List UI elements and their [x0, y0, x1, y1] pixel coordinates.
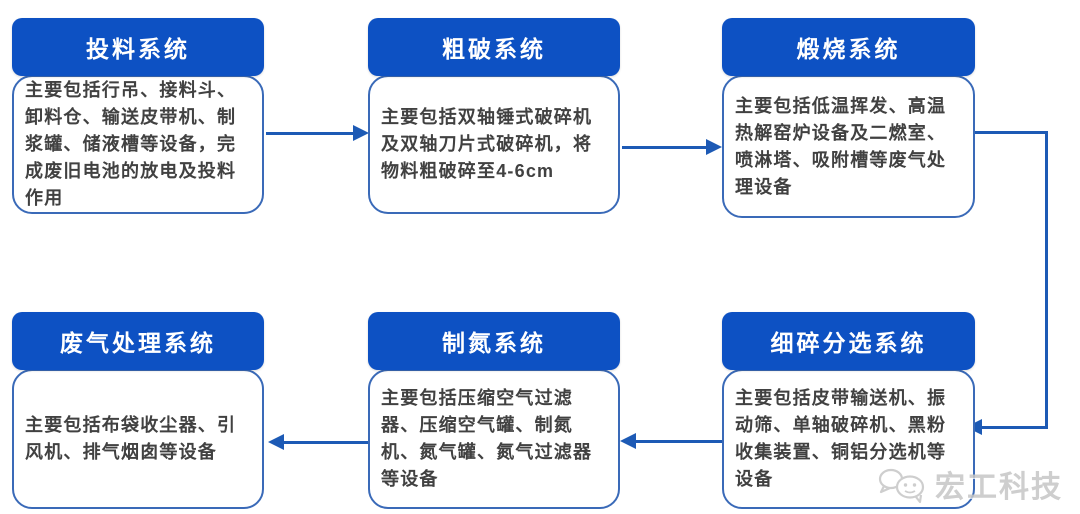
node-feeding-title: 投料系统	[12, 18, 264, 76]
elbow-calcination-vertical-segment	[1045, 131, 1048, 428]
node-calcination-system: 煅烧系统 主要包括低温挥发、高温热解窑炉设备及二燃室、喷淋塔、吸附槽等废气处理设…	[722, 18, 975, 218]
arrow-right-icon	[353, 125, 369, 141]
node-feeding-body: 主要包括行吊、接料斗、卸料仓、输送皮带机、制浆罐、储液槽等设备，完成废旧电池的放…	[12, 75, 264, 214]
brand-speech-bubbles-icon	[878, 468, 925, 504]
arrow-coarse-to-calcination-line	[622, 146, 708, 149]
node-fine-crushing-sorting-body: 主要包括皮带输送机、振动筛、单轴破碎机、黑粉收集装置、铜铝分选机等设备	[722, 369, 975, 509]
node-fine-crushing-sorting-system: 细碎分选系统 主要包括皮带输送机、振动筛、单轴破碎机、黑粉收集装置、铜铝分选机等…	[722, 312, 975, 509]
arrow-right-icon	[706, 139, 722, 155]
watermark: 宏工科技	[878, 462, 1063, 506]
node-calcination-body: 主要包括低温挥发、高温热解窑炉设备及二燃室、喷淋塔、吸附槽等废气处理设备	[722, 75, 975, 218]
elbow-calcination-top-segment	[975, 131, 1048, 134]
node-waste-gas-treatment-title: 废气处理系统	[12, 312, 264, 370]
node-waste-gas-treatment-body: 主要包括布袋收尘器、引风机、排气烟囱等设备	[12, 369, 264, 509]
node-coarse-crushing-title: 粗破系统	[368, 18, 620, 76]
node-calcination-title: 煅烧系统	[722, 18, 975, 76]
node-feeding-system: 投料系统 主要包括行吊、接料斗、卸料仓、输送皮带机、制浆罐、储液槽等设备，完成废…	[12, 18, 264, 214]
arrow-left-icon	[268, 434, 284, 450]
node-fine-crushing-sorting-title: 细碎分选系统	[722, 312, 975, 370]
node-nitrogen-generation-system: 制氮系统 主要包括压缩空气过滤器、压缩空气罐、制氮机、氮气罐、氮气过滤器等设备	[368, 312, 620, 509]
elbow-calcination-bottom-segment	[980, 426, 1048, 429]
arrow-fine-to-nitrogen-line	[634, 440, 722, 443]
watermark-text: 宏工科技	[935, 471, 1063, 504]
node-nitrogen-generation-title: 制氮系统	[368, 312, 620, 370]
arrow-left-icon	[620, 433, 636, 449]
node-nitrogen-generation-body: 主要包括压缩空气过滤器、压缩空气罐、制氮机、氮气罐、氮气过滤器等设备	[368, 369, 620, 509]
arrow-nitrogen-to-wastegas-line	[282, 441, 368, 444]
node-coarse-crushing-system: 粗破系统 主要包括双轴锤式破碎机及双轴刀片式破碎机，将物料粗破碎至4-6cm	[368, 18, 620, 214]
node-waste-gas-treatment-system: 废气处理系统 主要包括布袋收尘器、引风机、排气烟囱等设备	[12, 312, 264, 509]
node-coarse-crushing-body: 主要包括双轴锤式破碎机及双轴刀片式破碎机，将物料粗破碎至4-6cm	[368, 75, 620, 214]
arrow-feeding-to-coarse-line	[266, 132, 356, 135]
